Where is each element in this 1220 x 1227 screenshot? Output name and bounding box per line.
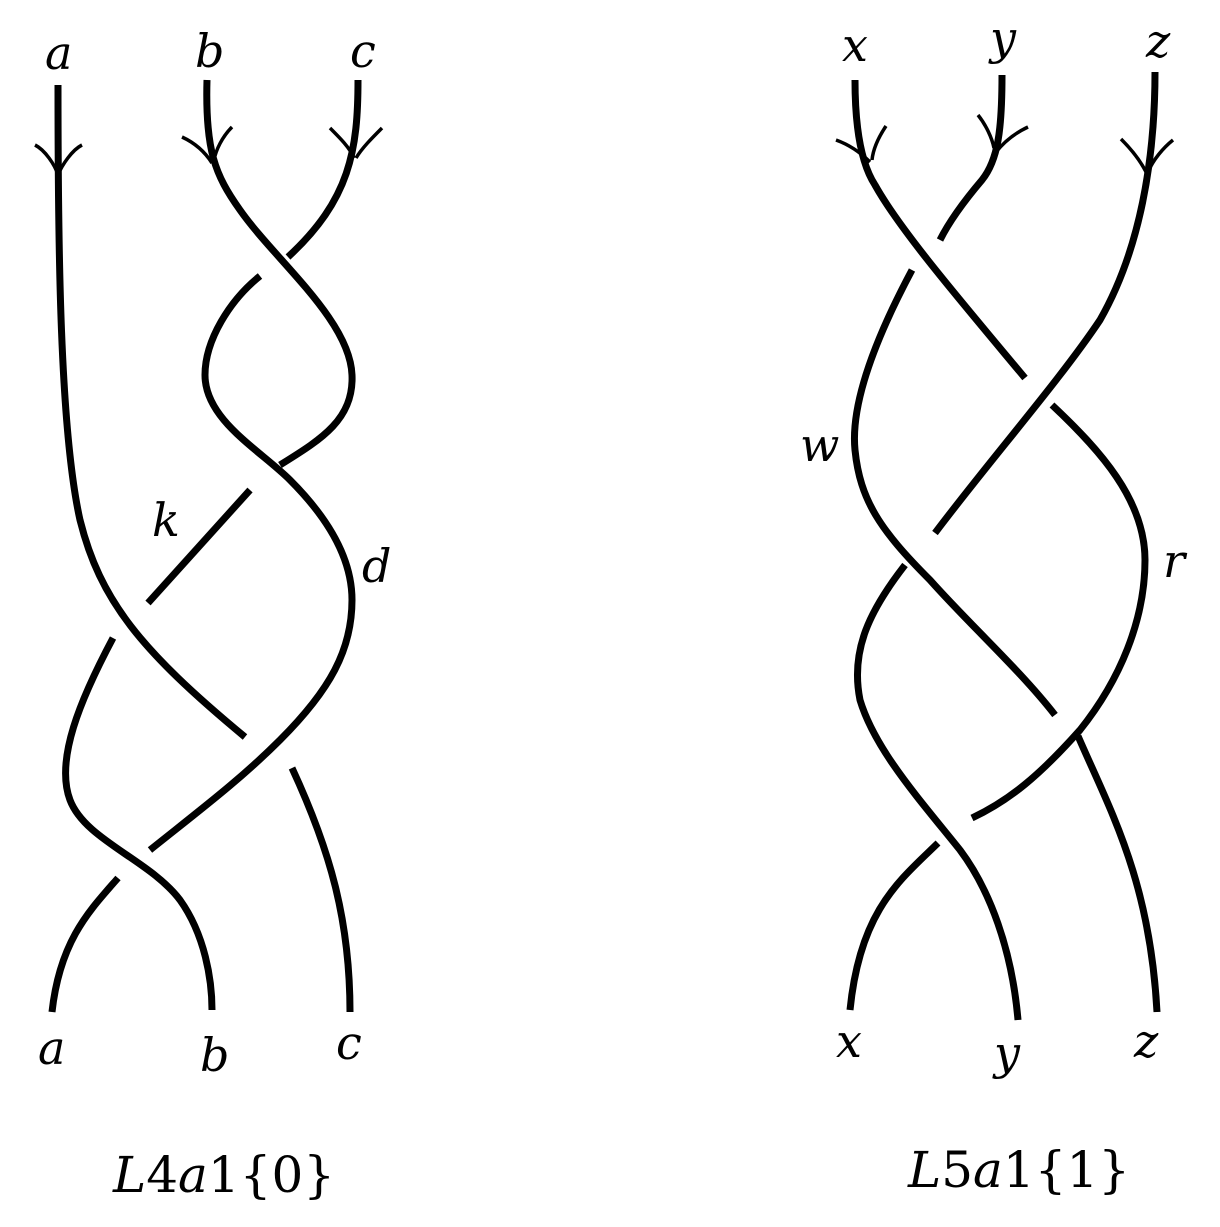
right-top-label-x: x bbox=[842, 18, 868, 72]
left-caption-brace: {0} bbox=[239, 1146, 336, 1204]
left-strand-b-mid bbox=[145, 487, 253, 606]
right-strand-x-mid bbox=[970, 402, 1149, 822]
left-caption-num: 4 bbox=[146, 1146, 179, 1204]
left-top-label-a: a bbox=[45, 26, 73, 80]
right-strand-y-mid bbox=[850, 268, 1058, 718]
left-caption-a: a bbox=[178, 1146, 208, 1204]
left-arrow-b bbox=[181, 125, 234, 164]
left-caption: L4a1{0} bbox=[113, 1150, 335, 1200]
right-strand-label-r: r bbox=[1163, 534, 1185, 588]
right-caption-num: 5 bbox=[941, 1141, 974, 1199]
right-strand-x bbox=[851, 79, 1028, 381]
right-caption-brace: {1} bbox=[1034, 1141, 1131, 1199]
right-top-label-y: y bbox=[990, 11, 1016, 65]
left-strand-b bbox=[203, 79, 356, 468]
right-bottom-label-y: y bbox=[994, 1026, 1020, 1080]
right-bottom-label-x: x bbox=[836, 1014, 862, 1068]
right-caption-L: L bbox=[908, 1141, 942, 1199]
right-strand-y bbox=[936, 74, 1006, 242]
left-strand-b-low bbox=[62, 636, 216, 1011]
left-strand-c-mid bbox=[147, 273, 356, 853]
right-strand-z bbox=[932, 71, 1159, 536]
right-caption: L5a1{1} bbox=[908, 1145, 1130, 1195]
right-arrow-x bbox=[835, 125, 888, 164]
left-bottom-label-b: b bbox=[200, 1028, 230, 1082]
right-bottom-label-z: z bbox=[1134, 1014, 1159, 1068]
left-strand-a bbox=[54, 84, 248, 740]
right-strand-x-low bbox=[846, 840, 941, 1011]
left-bottom-label-c: c bbox=[336, 1016, 362, 1070]
right-strand-label-w: w bbox=[800, 418, 840, 472]
left-arrow-c bbox=[328, 126, 384, 159]
left-strand-label-k: k bbox=[152, 493, 180, 547]
right-top-label-z: z bbox=[1146, 14, 1171, 68]
right-arrow-y bbox=[976, 113, 1029, 154]
left-top-label-b: b bbox=[195, 24, 225, 78]
right-arrow-z bbox=[1119, 137, 1175, 173]
left-strand-c-low bbox=[48, 875, 121, 1013]
left-top-label-c: c bbox=[350, 24, 376, 78]
right-caption-one: 1 bbox=[1002, 1141, 1035, 1199]
left-caption-one: 1 bbox=[207, 1146, 240, 1204]
left-strand-a-lower bbox=[288, 766, 354, 1013]
left-arrow-a bbox=[34, 143, 83, 176]
left-strand-label-d: d bbox=[362, 539, 392, 593]
right-caption-a: a bbox=[973, 1141, 1003, 1199]
right-strand-y-gap bbox=[1074, 734, 1161, 1013]
left-bottom-label-a: a bbox=[38, 1021, 66, 1075]
left-strand-c bbox=[285, 79, 362, 260]
right-strand-z-mid bbox=[853, 562, 1022, 1021]
left-caption-L: L bbox=[113, 1146, 147, 1204]
